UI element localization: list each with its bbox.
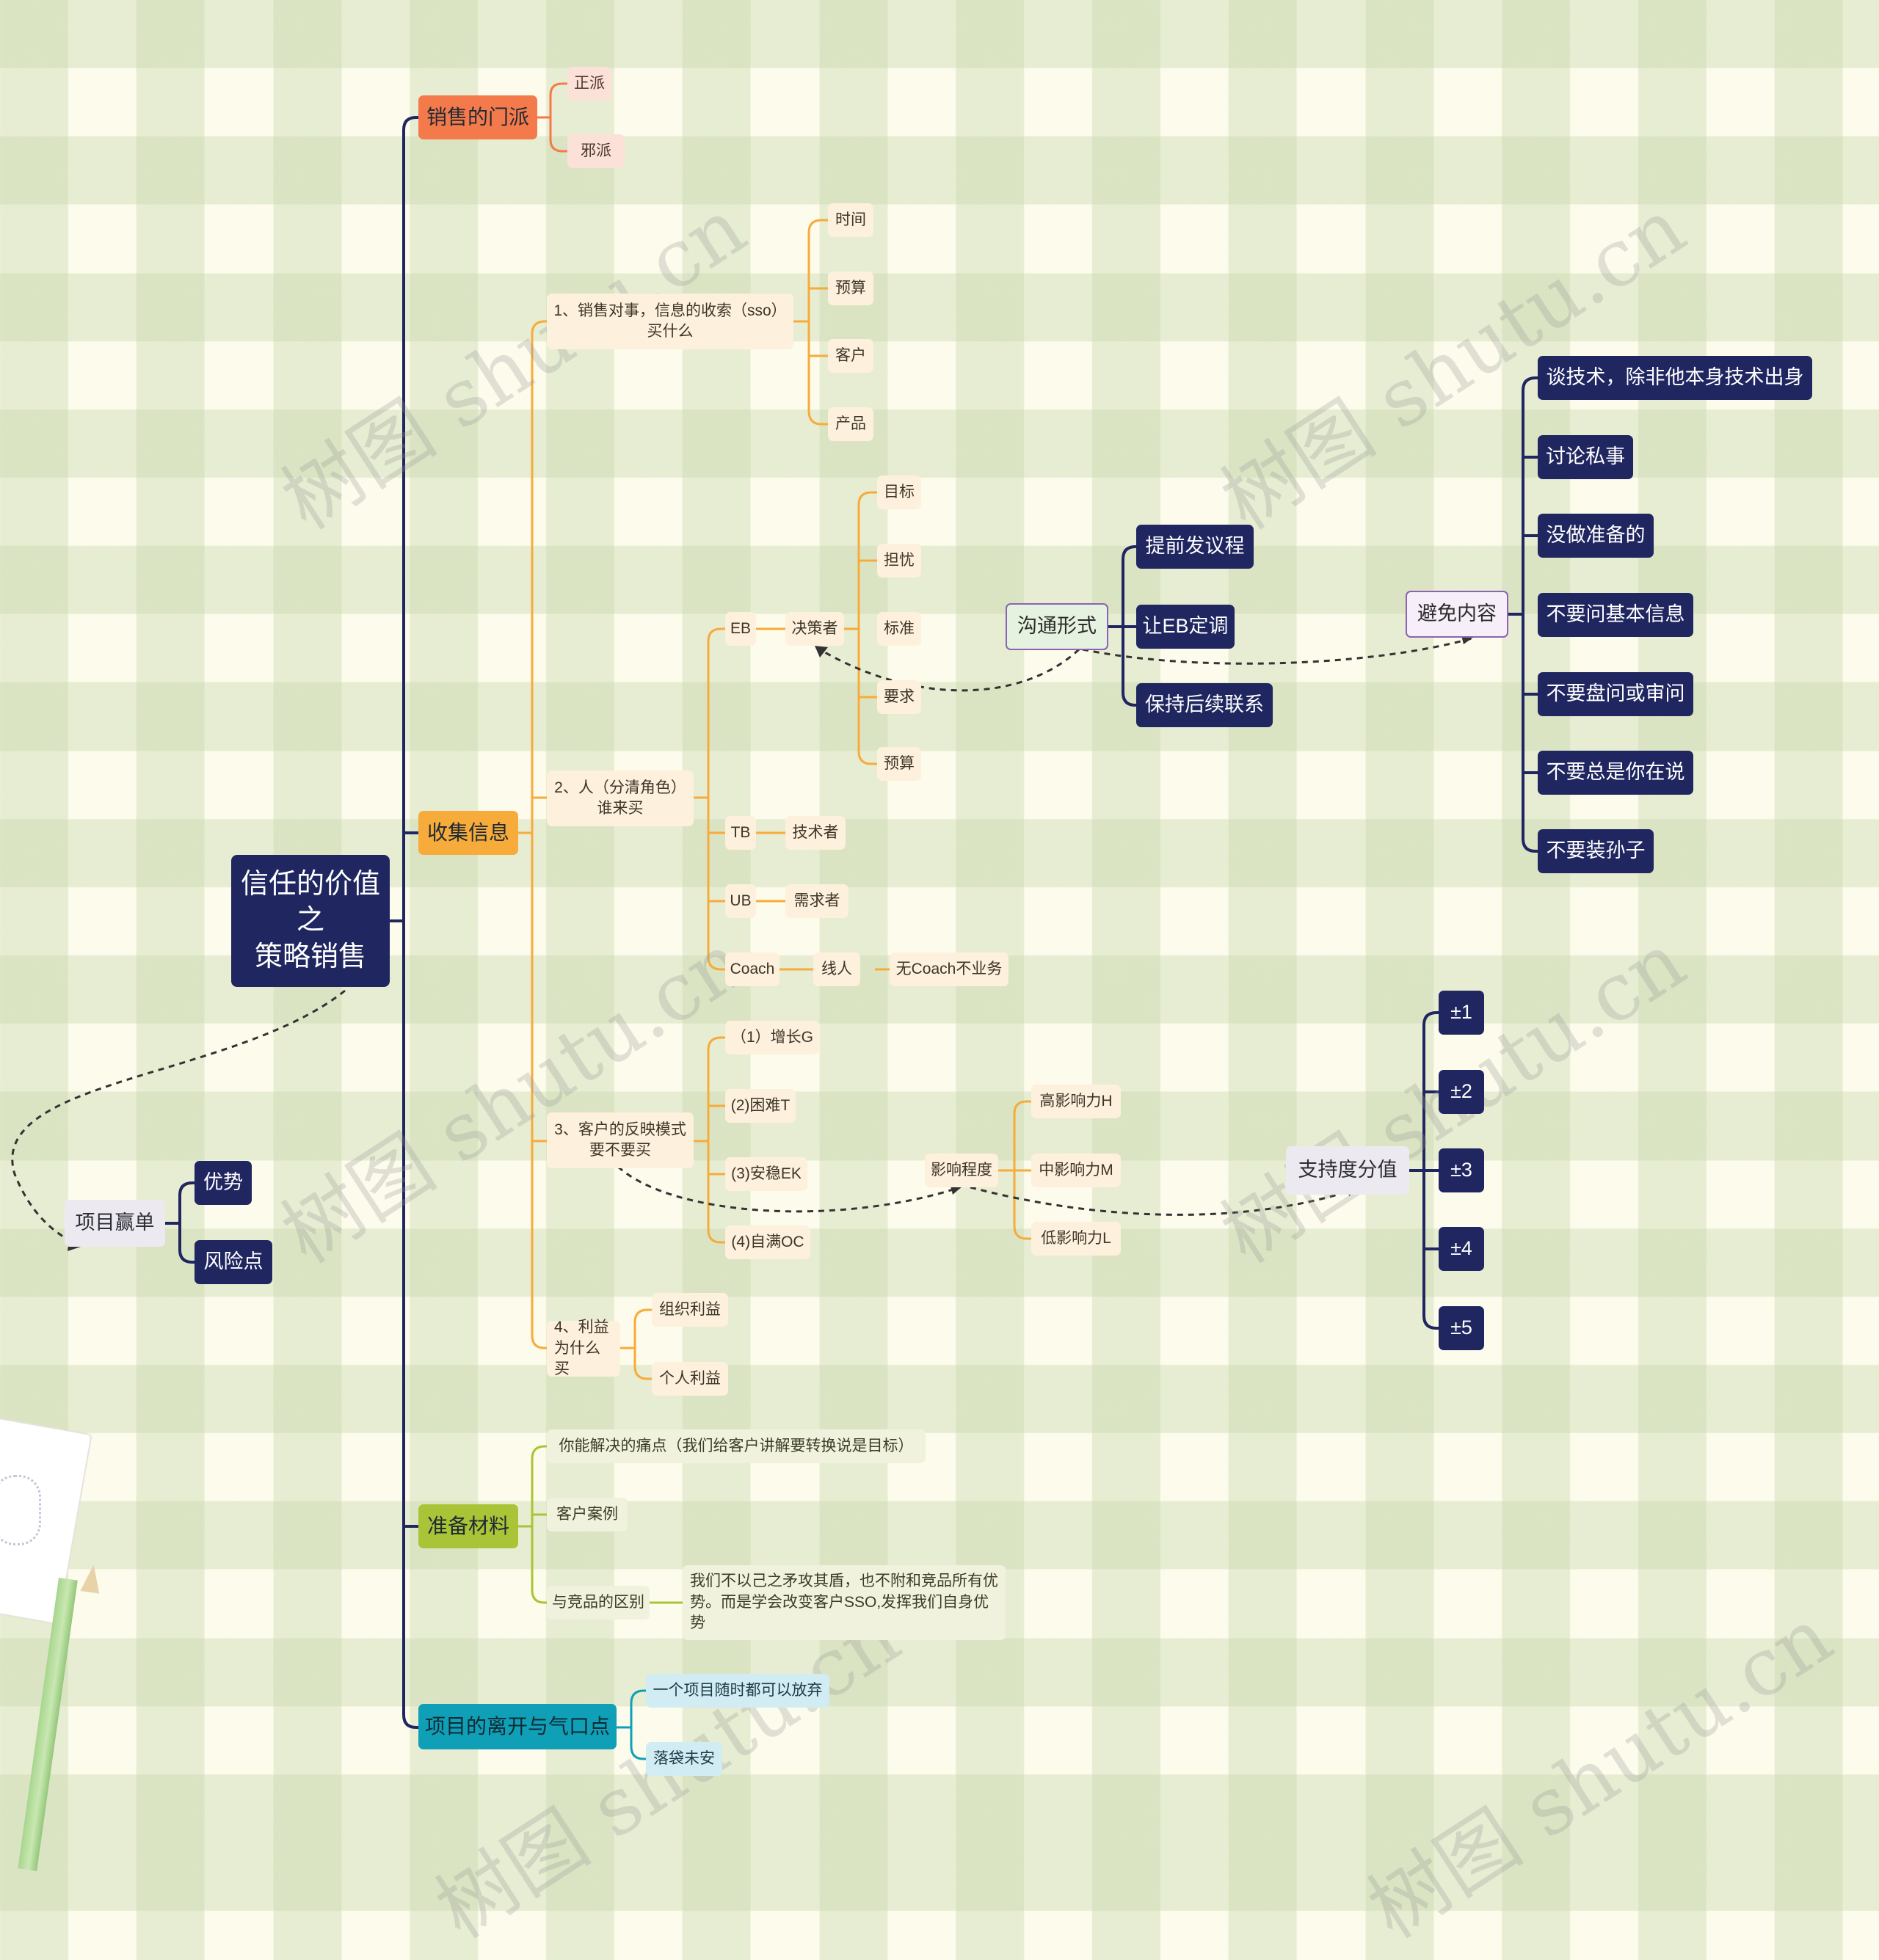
mind-map-canvas: 树图 shutu.cn 树图 shutu.cn 树图 shutu.cn 树图 s…: [0, 67, 1847, 1956]
sso-item[interactable]: 预算: [828, 272, 873, 305]
topic-sales-school[interactable]: 销售的门派: [418, 95, 537, 139]
support-item[interactable]: ±2: [1439, 1070, 1484, 1114]
role-no-coach[interactable]: 无Coach不业务: [890, 952, 1008, 986]
avoid-item[interactable]: 不要总是你在说: [1538, 751, 1693, 795]
decider-item[interactable]: 预算: [877, 747, 921, 781]
role-eb[interactable]: EB: [725, 612, 756, 646]
collect-benefit[interactable]: 4、利益为什么买: [547, 1319, 620, 1377]
sso-item[interactable]: 客户: [828, 339, 873, 373]
communication-item[interactable]: 提前发议程: [1136, 525, 1254, 569]
sso-item[interactable]: 时间: [828, 203, 873, 237]
reaction-item[interactable]: （1）增长G: [725, 1021, 819, 1054]
leave-item[interactable]: 落袋未安: [646, 1742, 722, 1776]
avoid-item[interactable]: 不要问基本信息: [1538, 593, 1693, 637]
reaction-item[interactable]: (3)安稳EK: [725, 1157, 807, 1191]
role-tech[interactable]: 技术者: [785, 816, 846, 850]
role-coach[interactable]: Coach: [725, 952, 779, 986]
benefit-item[interactable]: 组织利益: [652, 1293, 728, 1327]
support-item[interactable]: ±4: [1439, 1227, 1484, 1271]
role-insider[interactable]: 线人: [813, 952, 860, 986]
topic-prepare-materials[interactable]: 准备材料: [418, 1504, 518, 1548]
win-item[interactable]: 风险点: [195, 1240, 272, 1284]
influence-item[interactable]: 低影响力L: [1031, 1222, 1121, 1256]
avoid-item[interactable]: 讨论私事: [1538, 435, 1633, 479]
leave-item[interactable]: 一个项目随时都可以放弃: [646, 1674, 829, 1708]
avoid-item[interactable]: 谈技术，除非他本身技术出身: [1538, 356, 1812, 400]
topic-project-win[interactable]: 项目赢单: [65, 1200, 165, 1247]
support-item[interactable]: ±3: [1439, 1148, 1484, 1192]
prepare-pain[interactable]: 你能解决的痛点（我们给客户讲解要转换说是目标）: [547, 1429, 926, 1463]
root-line-2: 之: [296, 905, 324, 936]
topic-collect-info[interactable]: 收集信息: [418, 811, 518, 855]
reaction-item[interactable]: (2)困难T: [725, 1089, 796, 1123]
decider-item[interactable]: 要求: [877, 680, 921, 714]
decider-item[interactable]: 目标: [877, 476, 921, 509]
communication-item[interactable]: 保持后续联系: [1136, 683, 1273, 727]
decider-item[interactable]: 标准: [877, 612, 921, 646]
collect-people[interactable]: 2、人（分清角色）谁来买: [547, 770, 694, 826]
school-item[interactable]: 邪派: [567, 134, 625, 168]
role-tb[interactable]: TB: [725, 816, 756, 850]
topic-influence[interactable]: 影响程度: [925, 1154, 998, 1187]
topic-support-score[interactable]: 支持度分值: [1286, 1146, 1409, 1195]
influence-item[interactable]: 中影响力M: [1031, 1154, 1121, 1187]
prepare-case[interactable]: 客户案例: [547, 1498, 628, 1531]
communication-item[interactable]: 让EB定调: [1136, 605, 1235, 649]
topic-project-leave[interactable]: 项目的离开与气口点: [418, 1704, 617, 1749]
prepare-diff-desc[interactable]: 我们不以己之矛攻其盾，也不附和竞品所有优势。而是学会改变客户SSO,发挥我们自身…: [683, 1565, 1006, 1640]
avoid-item[interactable]: 不要盘问或审问: [1538, 672, 1693, 716]
influence-item[interactable]: 高影响力H: [1031, 1085, 1121, 1118]
decider-item[interactable]: 担忧: [877, 544, 921, 578]
support-item[interactable]: ±5: [1439, 1306, 1484, 1350]
school-item[interactable]: 正派: [567, 67, 611, 101]
notebook-doodle-icon: [0, 1475, 41, 1545]
topic-avoid[interactable]: 避免内容: [1406, 591, 1508, 638]
reaction-item[interactable]: (4)自满OC: [725, 1225, 810, 1259]
role-ub[interactable]: UB: [725, 884, 756, 918]
role-decider[interactable]: 决策者: [785, 612, 844, 646]
avoid-item[interactable]: 没做准备的: [1538, 514, 1654, 558]
collect-reaction[interactable]: 3、客户的反映模式要不要买: [547, 1112, 694, 1168]
prepare-diff[interactable]: 与竞品的区别: [547, 1586, 650, 1620]
role-user[interactable]: 需求者: [785, 884, 848, 918]
root-topic[interactable]: 信任的价值 之 策略销售: [231, 855, 390, 987]
root-line-3: 策略销售: [254, 941, 366, 972]
win-item[interactable]: 优势: [195, 1161, 252, 1205]
support-item[interactable]: ±1: [1439, 991, 1484, 1035]
root-line-1: 信任的价值: [240, 868, 380, 900]
topic-communication[interactable]: 沟通形式: [1006, 603, 1108, 650]
connector-lines: [11, 82, 1538, 1760]
benefit-item[interactable]: 个人利益: [652, 1362, 728, 1396]
avoid-item[interactable]: 不要装孙子: [1538, 829, 1654, 873]
collect-sso[interactable]: 1、销售对事，信息的收索（sso）买什么: [547, 294, 793, 349]
sso-item[interactable]: 产品: [828, 407, 873, 441]
